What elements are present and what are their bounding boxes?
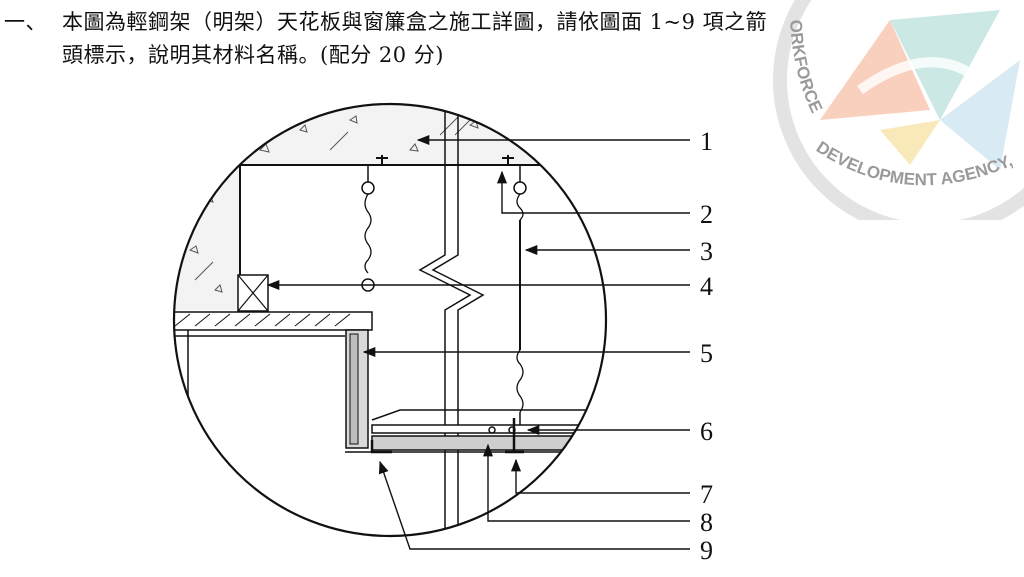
callout-5: 5 <box>700 339 713 368</box>
callout-4: 4 <box>700 272 713 301</box>
callout-1: 1 <box>700 127 713 156</box>
callout-2: 2 <box>700 200 713 229</box>
callout-7: 7 <box>700 480 713 509</box>
question-line-2: 頭標示，說明其材料名稱。(配分 20 分) <box>62 43 444 67</box>
question-line-1: 本圖為輕鋼架（明架）天花板與窗簾盒之施工詳圖，請依圖面 1~9 項之箭 <box>62 10 768 34</box>
callout-3: 3 <box>700 237 713 266</box>
callout-9: 9 <box>700 536 713 565</box>
callout-6: 6 <box>700 417 713 446</box>
agency-watermark: ORKFORCE DEVELOPMENT AGENCY, MIN <box>740 0 1024 220</box>
question-number: 一、 <box>4 10 47 34</box>
callout-8: 8 <box>700 508 713 537</box>
question-text: 一、本圖為輕鋼架（明架）天花板與窗簾盒之施工詳圖，請依圖面 1~9 項之箭 頭標… <box>4 6 1020 72</box>
